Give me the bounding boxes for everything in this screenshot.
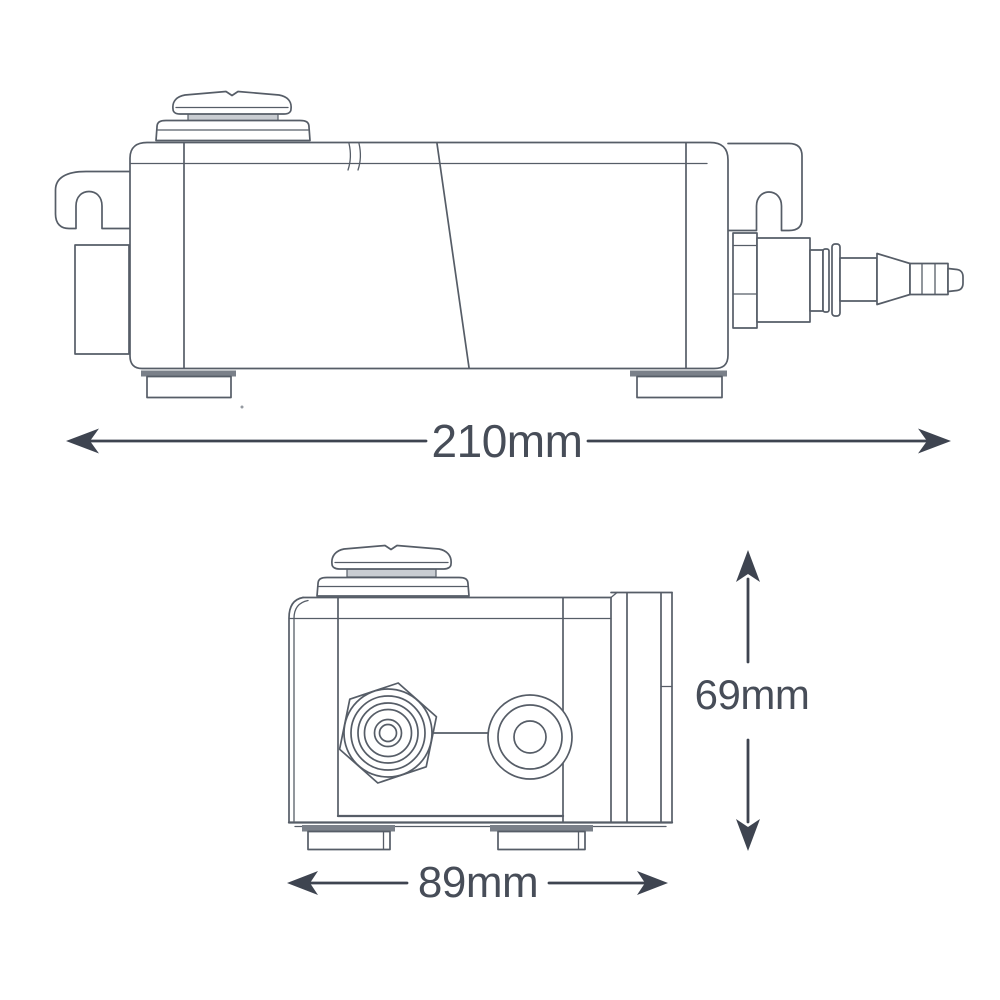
barb-cone bbox=[876, 252, 911, 306]
front-feet bbox=[302, 825, 593, 851]
dimension-label-69mm: 69mm bbox=[695, 671, 810, 718]
side-mounting-tab-left bbox=[54, 170, 131, 230]
side-body bbox=[129, 141, 729, 370]
hex-ring-3 bbox=[357, 702, 419, 764]
hex-ring-5 bbox=[373, 718, 403, 748]
pump-side-view bbox=[54, 90, 964, 409]
hex-center-hole bbox=[378, 723, 398, 743]
dimension-front-width: 89mm bbox=[287, 858, 668, 907]
side-foot-pad-left bbox=[141, 370, 236, 377]
dimension-overall-height: 69mm bbox=[695, 550, 810, 851]
barb-cylinder bbox=[839, 257, 878, 302]
arrowhead-down-icon bbox=[736, 819, 760, 851]
pump-front-view bbox=[287, 544, 674, 851]
speck-artifact bbox=[240, 405, 244, 409]
front-cap-top bbox=[331, 544, 452, 570]
hex-ring-4 bbox=[363, 708, 413, 758]
arrowhead-left-icon bbox=[66, 428, 99, 454]
barb-mid bbox=[909, 262, 949, 296]
outlet-ring-1 bbox=[487, 694, 573, 780]
outlet-center-hole bbox=[513, 720, 547, 754]
side-cap-top bbox=[172, 90, 292, 115]
side-outlet-barb bbox=[732, 232, 964, 329]
front-foot-pad-right bbox=[490, 825, 593, 832]
dimension-label-89mm: 89mm bbox=[418, 858, 538, 907]
front-float-cap bbox=[316, 544, 470, 597]
barb-tip bbox=[947, 267, 964, 293]
outlet-flange-2 bbox=[831, 243, 841, 317]
dimension-overall-length: 210mm bbox=[66, 415, 951, 467]
side-body-slant-line bbox=[436, 142, 470, 369]
front-foot-left bbox=[307, 830, 391, 851]
side-mounting-tab-right bbox=[727, 142, 803, 232]
front-inlet-port-hex bbox=[338, 682, 438, 784]
side-feet bbox=[141, 370, 727, 399]
arrowhead-left-icon bbox=[287, 871, 318, 895]
arrowhead-right-icon bbox=[918, 428, 951, 454]
side-foot-left bbox=[146, 375, 232, 399]
side-body-break-tick-1 bbox=[347, 142, 352, 171]
side-body-break-tick-2 bbox=[357, 142, 362, 171]
front-foot-right bbox=[497, 830, 586, 851]
arrowhead-right-icon bbox=[637, 871, 668, 895]
side-foot-pad-right bbox=[630, 370, 727, 377]
front-body-left-edge bbox=[288, 596, 304, 824]
outlet-collar-block bbox=[732, 232, 758, 329]
front-foot-pad-left bbox=[302, 825, 395, 832]
arrowhead-up-icon bbox=[736, 550, 760, 582]
hex-ring-2 bbox=[350, 695, 426, 771]
dimension-label-210mm: 210mm bbox=[432, 415, 583, 467]
side-power-block bbox=[74, 244, 130, 355]
front-body bbox=[287, 591, 674, 828]
side-float-cap bbox=[155, 90, 311, 142]
outlet-flange-1 bbox=[822, 248, 830, 313]
outlet-valve-body bbox=[756, 237, 811, 323]
front-cap-collar bbox=[346, 568, 437, 578]
front-outlet-port bbox=[487, 694, 573, 780]
side-body-outline bbox=[129, 141, 729, 370]
front-right-panel-chamfer bbox=[610, 591, 618, 599]
front-body-fill bbox=[289, 592, 672, 823]
outlet-ring-2 bbox=[497, 704, 563, 770]
outlet-stem bbox=[809, 249, 824, 312]
side-foot-right bbox=[636, 375, 723, 399]
